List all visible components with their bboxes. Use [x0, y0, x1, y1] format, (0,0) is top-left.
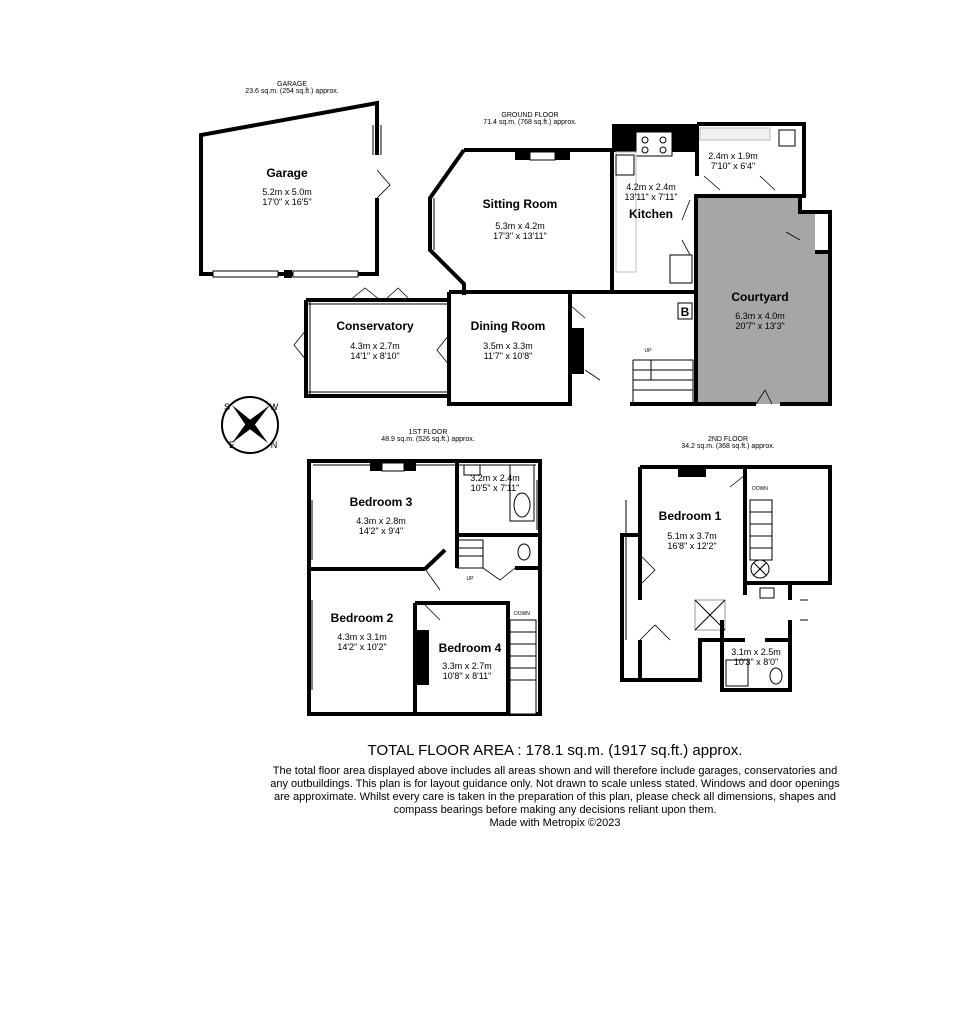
- room-imperial-bedroom1: 16'8" x 12'2": [667, 541, 716, 551]
- room-imperial-bedroom4: 10'8" x 8'11": [443, 671, 492, 681]
- compass-w-label: W: [270, 402, 279, 412]
- room-imperial-bedroom3: 14'2" x 9'4": [359, 526, 403, 536]
- room-name-bedroom1: Bedroom 1: [659, 509, 722, 523]
- boiler-label: B: [681, 305, 690, 319]
- room-metric-courtyard: 6.3m x 4.0m: [735, 311, 785, 321]
- total-floor-area: TOTAL FLOOR AREA : 178.1 sq.m. (1917 sq.…: [367, 742, 743, 759]
- first-floor-plan: 1ST FLOOR 48.9 sq.m. (526 sq.ft.) approx…: [307, 429, 542, 716]
- garage-floor-area: 23.6 sq.m. (254 sq.ft.) approx.: [245, 88, 338, 95]
- room-metric-bath1: 3.2m x 2.4m: [470, 473, 520, 483]
- compass-rose-icon: S W E N: [221, 396, 279, 454]
- room-metric-bedroom3: 4.3m x 2.8m: [356, 516, 406, 526]
- room-imperial-bath1: 10'5" x 7'11": [471, 483, 520, 493]
- second-stairs-down-label: DOWN: [752, 486, 768, 492]
- room-imperial-sitting: 17'3" x 13'11": [493, 231, 547, 241]
- compass-n-label: N: [271, 440, 278, 450]
- room-name-garage: Garage: [266, 166, 308, 180]
- ground-floor-area: 71.4 sq.m. (768 sq.ft.) approx.: [483, 119, 576, 126]
- room-name-bedroom4: Bedroom 4: [439, 641, 502, 655]
- room-metric-dining: 3.5m x 3.3m: [483, 341, 533, 351]
- second-floor-area: 34.2 sq.m. (368 sq.ft.) approx.: [681, 443, 774, 450]
- room-metric-bath2: 3.1m x 2.5m: [731, 647, 781, 657]
- room-imperial-kitchen: 13'11" x 7'11": [624, 192, 677, 202]
- room-name-conservatory: Conservatory: [336, 319, 414, 333]
- ground-stairs-up-label: UP: [645, 348, 653, 354]
- floor-area-footer: TOTAL FLOOR AREA : 178.1 sq.m. (1917 sq.…: [270, 742, 840, 830]
- garage-floor-title: GARAGE: [277, 81, 307, 88]
- first-stairs-up-label: UP: [467, 576, 475, 582]
- room-name-courtyard: Courtyard: [731, 290, 788, 304]
- room-metric-bedroom2: 4.3m x 3.1m: [337, 632, 387, 642]
- second-floor-plan: 2ND FLOOR 34.2 sq.m. (368 sq.ft.) approx…: [620, 436, 832, 692]
- room-name-kitchen: Kitchen: [629, 207, 673, 221]
- room-metric-bedroom4: 3.3m x 2.7m: [442, 661, 492, 671]
- room-metric-garage: 5.2m x 5.0m: [262, 187, 312, 197]
- room-imperial-conservatory: 14'1" x 8'10": [350, 351, 399, 361]
- room-name-bedroom2: Bedroom 2: [331, 611, 394, 625]
- compass-s-label: S: [224, 402, 230, 412]
- first-floor-area: 48.9 sq.m. (526 sq.ft.) approx.: [381, 436, 474, 443]
- room-imperial-bedroom2: 14'2" x 10'2": [337, 642, 386, 652]
- room-imperial-dining: 11'7" x 10'8": [484, 351, 533, 361]
- room-imperial-garage: 17'0" x 16'5": [262, 197, 311, 207]
- ground-floor-plan: GROUND FLOOR 71.4 sq.m. (768 sq.ft.) app…: [293, 112, 832, 406]
- room-metric-utility: 2.4m x 1.9m: [708, 151, 758, 161]
- compass-e-label: E: [229, 440, 235, 450]
- room-imperial-courtyard: 20'7" x 13'3": [735, 321, 784, 331]
- room-metric-conservatory: 4.3m x 2.7m: [350, 341, 400, 351]
- made-with-credit: Made with Metropix ©2023: [489, 817, 621, 829]
- room-imperial-utility: 7'10" x 6'4": [711, 161, 755, 171]
- disclaimer-text: The total floor area displayed above inc…: [270, 765, 840, 816]
- room-metric-sitting: 5.3m x 4.2m: [495, 221, 545, 231]
- room-name-dining: Dining Room: [471, 319, 546, 333]
- courtyard-area: [696, 196, 830, 404]
- room-name-sitting: Sitting Room: [483, 197, 558, 211]
- room-metric-kitchen: 4.2m x 2.4m: [626, 182, 676, 192]
- ground-floor-title: GROUND FLOOR: [501, 112, 558, 119]
- room-imperial-bath2: 10'3" x 8'0": [734, 657, 778, 667]
- room-metric-bedroom1: 5.1m x 3.7m: [667, 531, 717, 541]
- room-name-bedroom3: Bedroom 3: [350, 495, 413, 509]
- first-floor-title: 1ST FLOOR: [409, 429, 448, 436]
- garage-plan: GARAGE 23.6 sq.m. (254 sq.ft.) approx. G…: [199, 81, 391, 278]
- second-floor-title: 2ND FLOOR: [708, 436, 748, 443]
- first-stairs-down-label: DOWN: [514, 611, 530, 617]
